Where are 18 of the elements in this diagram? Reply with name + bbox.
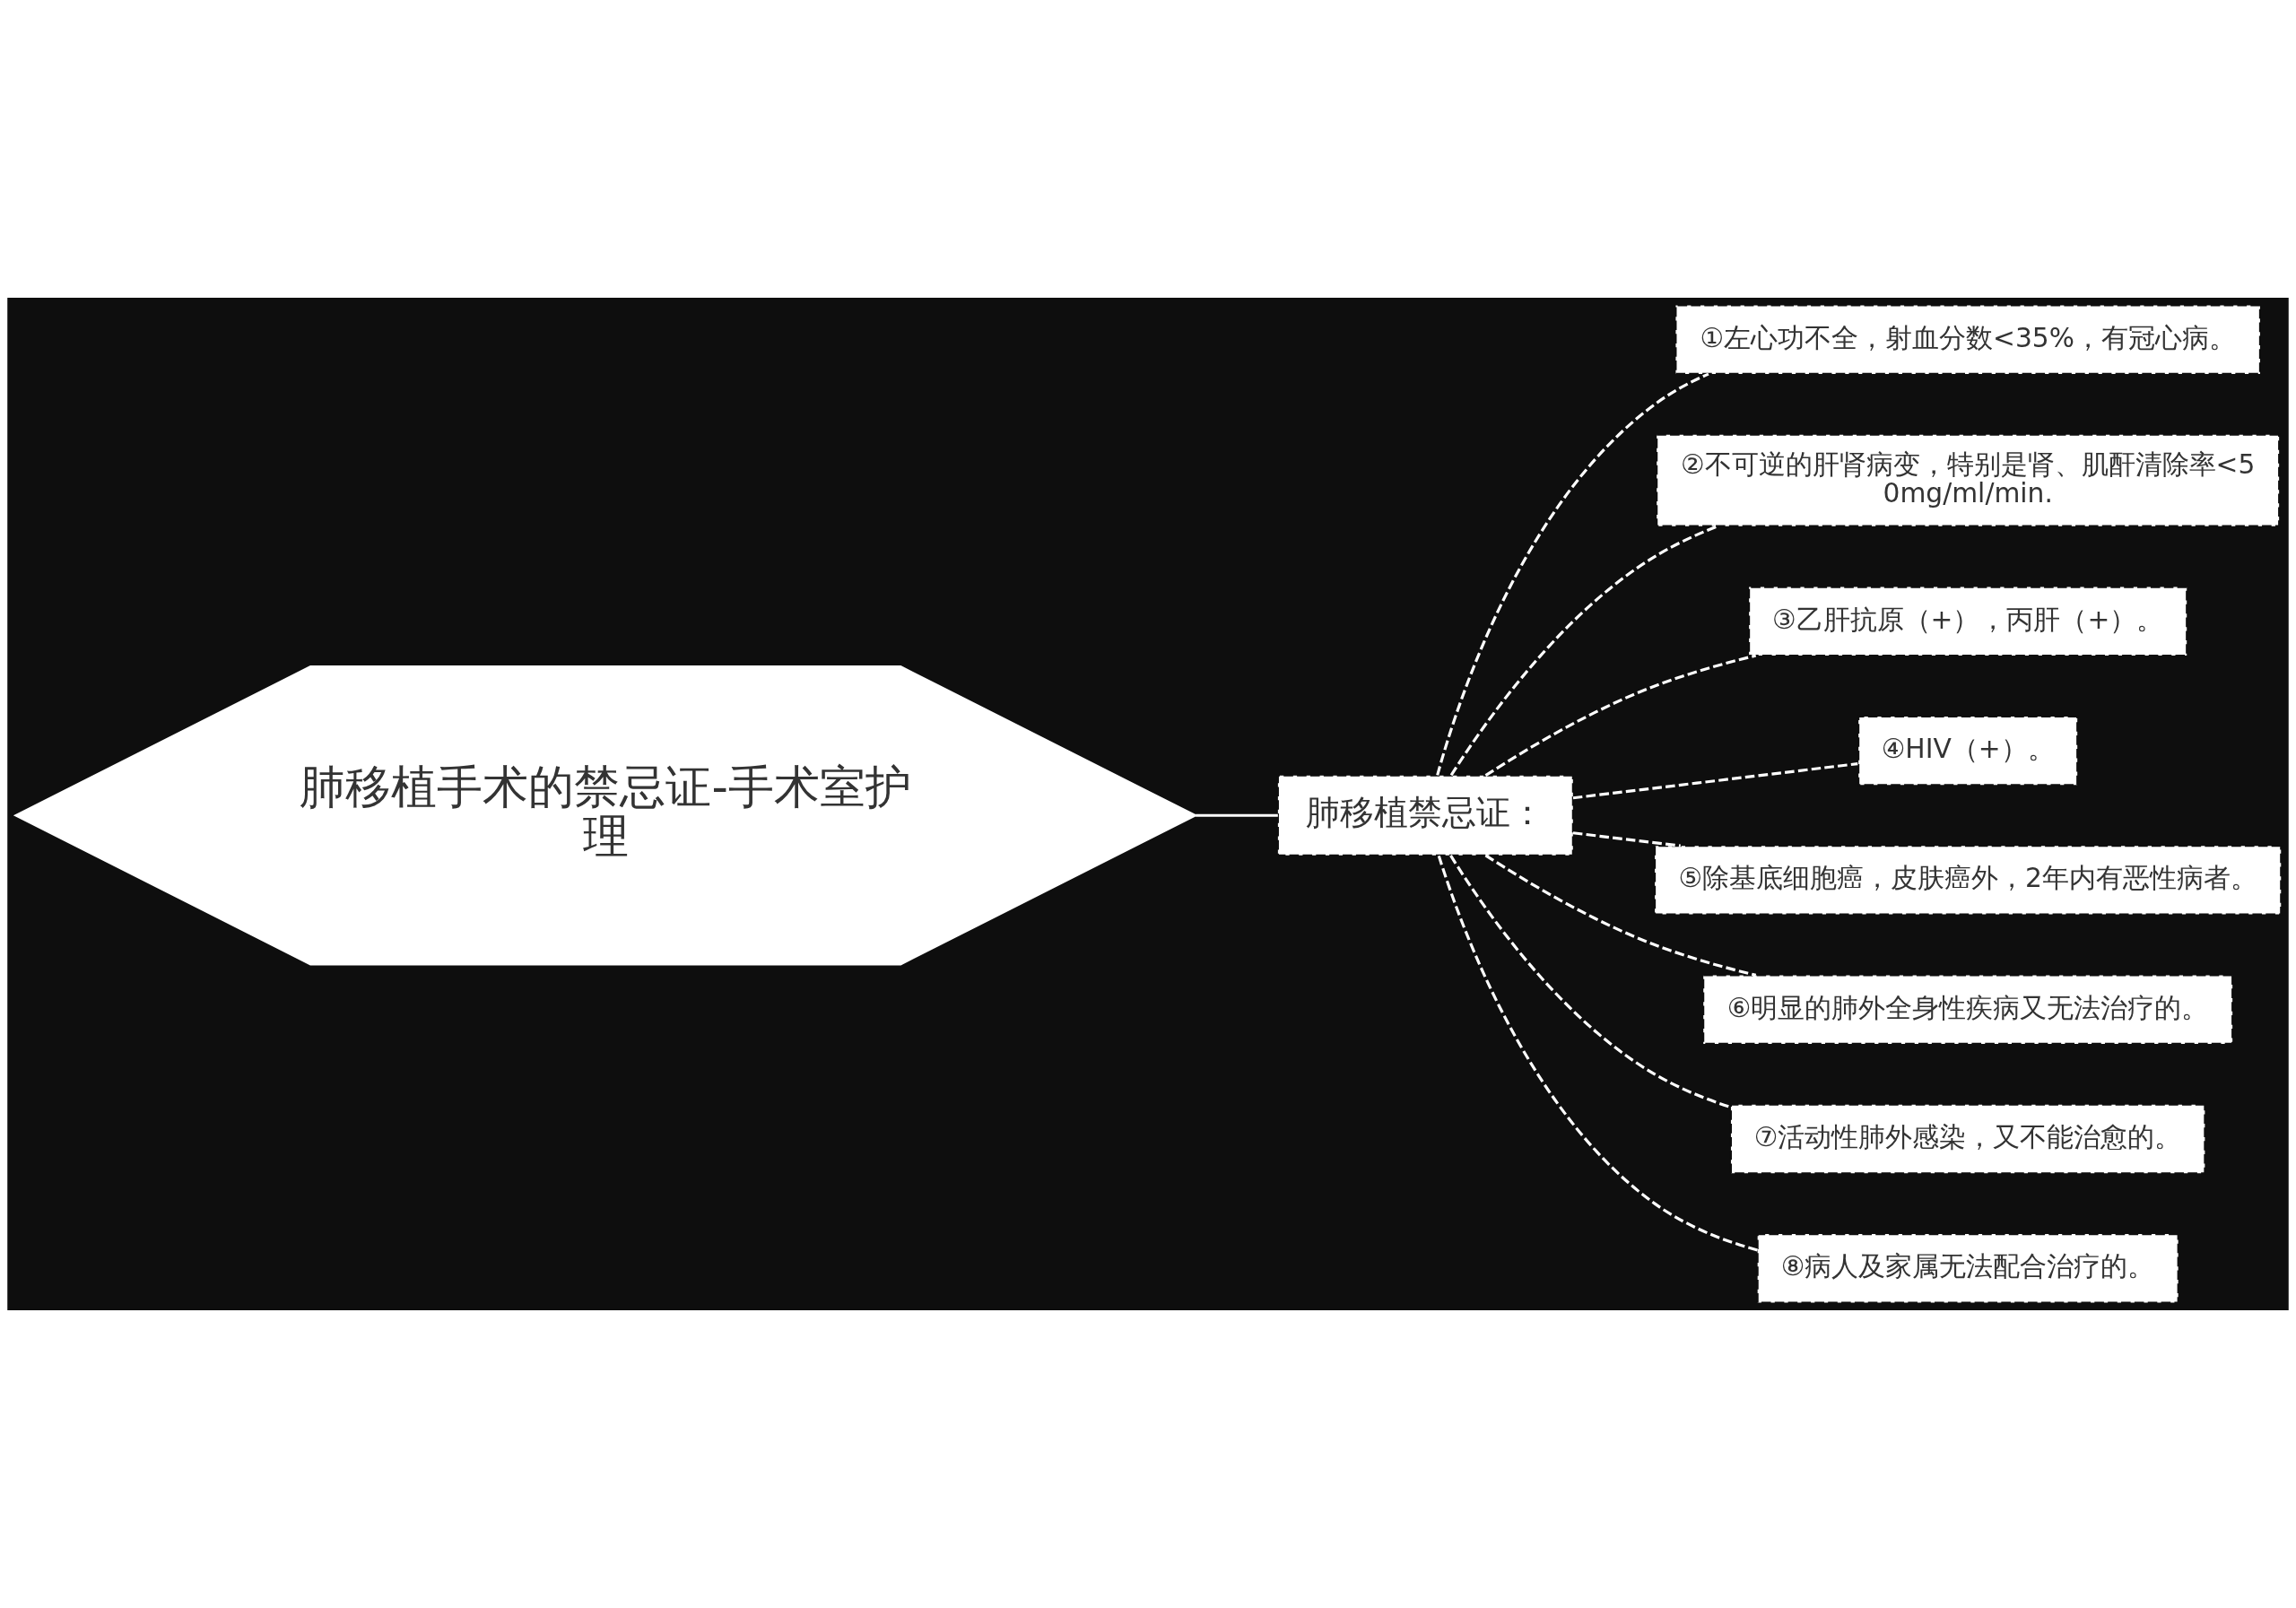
- connector: [1436, 372, 1709, 776]
- connector: [1572, 762, 1858, 800]
- connector: [1437, 855, 1759, 1252]
- node-box: ③乙肝抗原（+），丙肝（+）。: [1748, 586, 2188, 657]
- connector: [1484, 854, 1757, 977]
- connector: [1449, 855, 1731, 1109]
- node-box: ②不可逆的肝肾病变，特别是肾、肌酐清除率<50mg/ml/min.: [1656, 433, 2281, 527]
- connector: [1572, 831, 1681, 847]
- node-box: ⑦活动性肺外感染，又不能治愈的。: [1729, 1103, 2206, 1175]
- node-box: 肺移植禁忌证：: [1276, 774, 1574, 856]
- connector: [1196, 813, 1278, 817]
- node-box: ⑥明显的肺外全身性疾病又无法治疗的。: [1702, 974, 2234, 1045]
- connector: [1484, 654, 1757, 777]
- connector: [1449, 525, 1718, 777]
- node-box: ⑧病人及家属无法配合治疗的。: [1756, 1233, 2179, 1304]
- node-box: ④HIV（+）。: [1857, 715, 2079, 787]
- node-box: ⑤除基底细胞癌，皮肤癌外，2年内有恶性病者。: [1654, 845, 2283, 916]
- node-box: ①左心功不全，射血分数<35%，有冠心病。: [1674, 304, 2261, 375]
